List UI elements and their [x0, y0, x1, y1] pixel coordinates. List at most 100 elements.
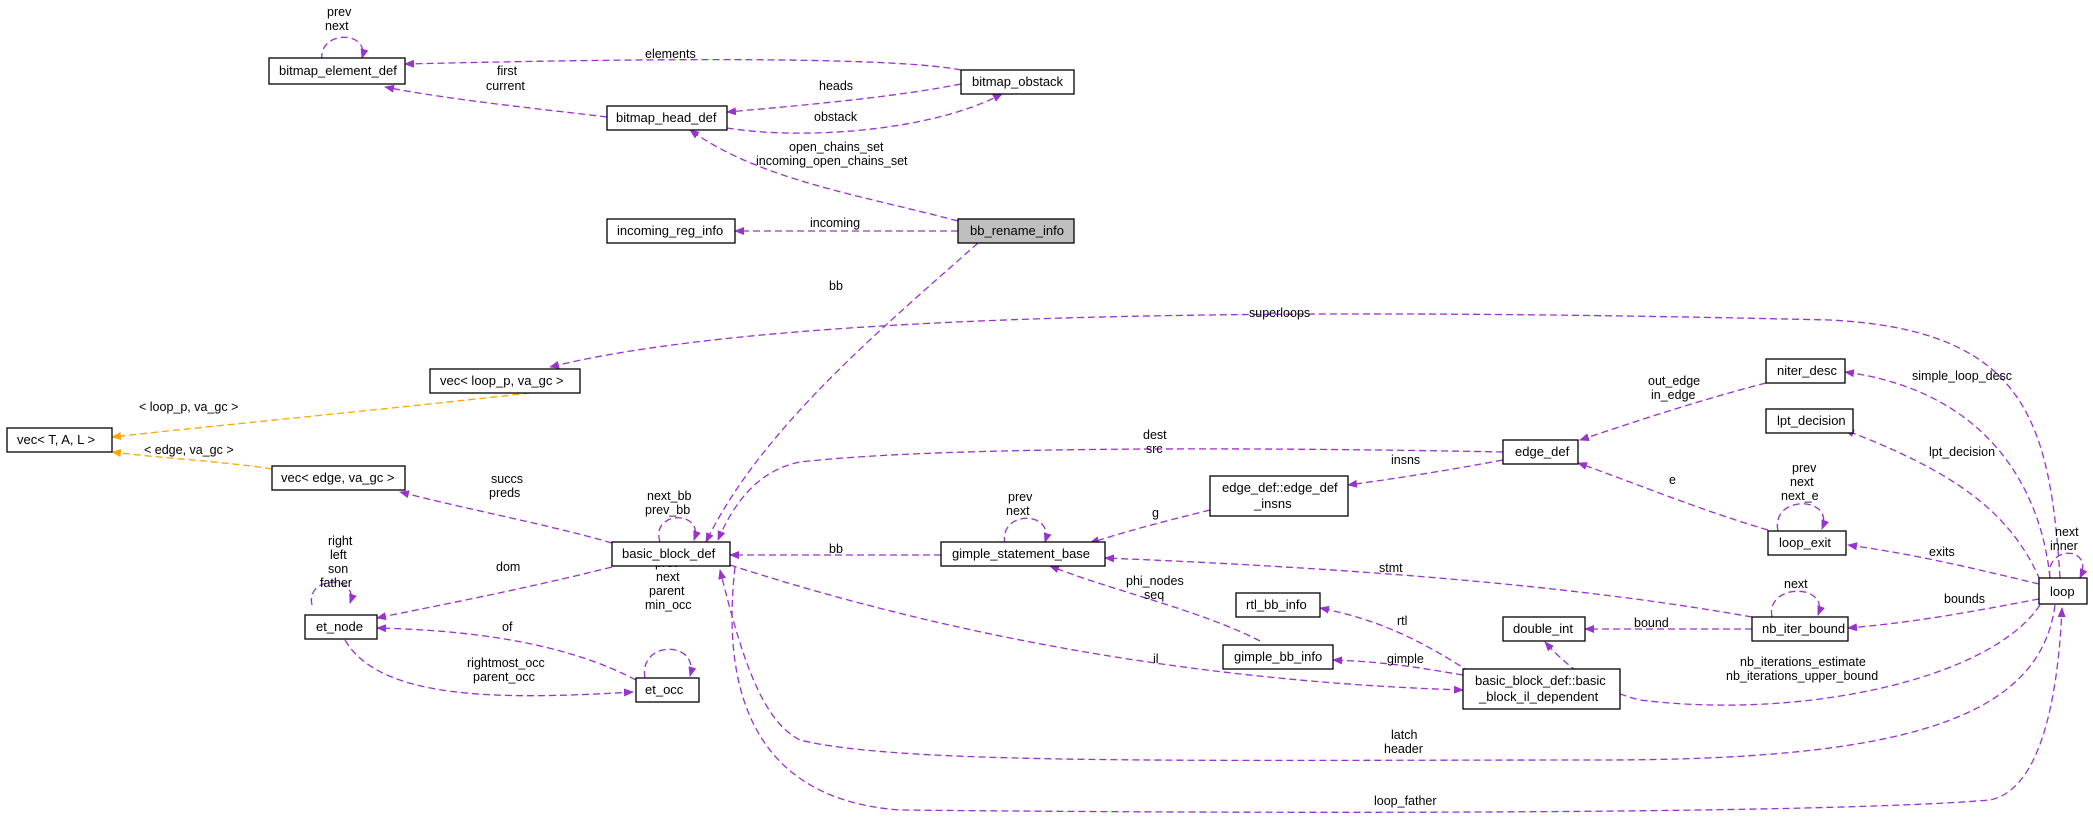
label-et-father: father	[320, 576, 352, 590]
edge-nib-self	[1771, 590, 1825, 618]
node-vec-t-a-l[interactable]: vec< T, A, L >	[6, 427, 113, 453]
label-le-next: next	[1790, 475, 1814, 489]
label-rtl: rtl	[1397, 614, 1407, 628]
node-gimple-statement-base[interactable]: gimple_statement_base	[940, 541, 1106, 567]
label-elements: elements	[645, 47, 696, 61]
svg-text:bb_rename_info: bb_rename_info	[970, 223, 1064, 238]
edge-elements	[404, 58, 962, 71]
edge-dom	[376, 566, 613, 621]
edge-e	[1577, 462, 1769, 531]
label-bb-gsb: bb	[829, 542, 843, 556]
label-in-edge: in_edge	[1651, 388, 1696, 402]
edge-g	[1089, 509, 1211, 545]
svg-text:basic_block_def: basic_block_def	[622, 546, 716, 561]
edge-obstack	[726, 93, 1003, 134]
node-lpt-decision[interactable]: lpt_decision	[1765, 408, 1854, 434]
svg-text:edge_def::edge_def: edge_def::edge_def	[1222, 480, 1338, 495]
svg-text:edge_def: edge_def	[1515, 444, 1570, 459]
label-bounds: bounds	[1944, 592, 1985, 606]
node-basic-block-def[interactable]: basic_block_def	[611, 541, 731, 567]
svg-text:_block_il_dependent: _block_il_dependent	[1478, 689, 1599, 704]
edge-bitmap-element-self	[321, 36, 369, 61]
label-bb-rename: bb	[829, 279, 843, 293]
label-of: of	[502, 620, 513, 634]
svg-text:gimple_statement_base: gimple_statement_base	[952, 546, 1090, 561]
node-bitmap-head-def[interactable]: bitmap_head_def	[606, 105, 728, 131]
label-header: header	[1384, 742, 1423, 756]
label-loop-p-va-gc: < loop_p, va_gc >	[139, 400, 238, 414]
edge-rtl	[1319, 605, 1471, 673]
edge-gsb-self	[1003, 517, 1052, 545]
edge-superloops	[549, 313, 2061, 579]
label-et-right: right	[328, 534, 353, 548]
node-loop-exit[interactable]: loop_exit	[1767, 530, 1847, 556]
edge-loop-self	[2049, 552, 2088, 579]
label-next-bb: next_bb	[647, 489, 692, 503]
edge-loop-exit-self	[1776, 503, 1829, 532]
label-superloops: superloops	[1249, 306, 1310, 320]
node-bitmap-element-def[interactable]: bitmap_element_def	[268, 57, 406, 85]
edge-exits	[1847, 542, 2040, 585]
node-gimple-bb-info[interactable]: gimple_bb_info	[1222, 644, 1334, 670]
label-prev-bb: prev_bb	[645, 503, 690, 517]
svg-text:et_occ: et_occ	[645, 682, 684, 697]
svg-text:incoming_reg_info: incoming_reg_info	[617, 223, 723, 238]
edges	[111, 36, 2088, 813]
label-nb-iterations-upper-bound: nb_iterations_upper_bound	[1726, 669, 1878, 683]
svg-text:double_int: double_int	[1513, 621, 1573, 636]
svg-text:vec< T, A, L >: vec< T, A, L >	[17, 432, 95, 447]
label-lpt-decision: lpt_decision	[1929, 445, 1995, 459]
node-bb-rename-info[interactable]: bb_rename_info	[957, 218, 1075, 244]
label-stmt: stmt	[1379, 561, 1403, 575]
label-simple-loop-desc: simple_loop_desc	[1912, 369, 2012, 383]
edge-phi-seq	[1049, 565, 1261, 642]
label-gsb-next: next	[1006, 504, 1030, 518]
node-bb-il-dependent[interactable]: basic_block_def::basic _block_il_depende…	[1462, 668, 1621, 710]
label-dest: dest	[1143, 428, 1167, 442]
label-dom: dom	[496, 560, 520, 574]
edge-latch-header	[718, 569, 2056, 762]
node-et-occ[interactable]: et_occ	[635, 677, 700, 703]
label-et-left: left	[330, 548, 347, 562]
label-out-edge: out_edge	[1648, 374, 1700, 388]
label-il: il	[1153, 652, 1159, 666]
label-succs: succs	[491, 472, 523, 486]
node-double-int[interactable]: double_int	[1502, 616, 1586, 642]
node-loop[interactable]: loop	[2038, 577, 2088, 605]
edge-loop-father	[731, 566, 2066, 813]
label-e: e	[1669, 473, 1676, 487]
node-niter-desc[interactable]: niter_desc	[1765, 358, 1846, 384]
edge-out-in-edge	[1579, 382, 1767, 441]
label-seq: seq	[1144, 588, 1164, 602]
svg-text:bitmap_element_def: bitmap_element_def	[279, 63, 397, 78]
label-le-prev: prev	[1792, 461, 1817, 475]
label-gsb-prev: prev	[1008, 490, 1033, 504]
label-occ-next: next	[656, 570, 680, 584]
node-rtl-bb-info[interactable]: rtl_bb_info	[1235, 592, 1321, 618]
svg-text:loop: loop	[2050, 584, 2075, 599]
node-et-node[interactable]: et_node	[304, 614, 378, 640]
label-loop-next: next	[2055, 525, 2079, 539]
node-bitmap-obstack[interactable]: bitmap_obstack	[960, 69, 1075, 95]
node-nb-iter-bound[interactable]: nb_iter_bound	[1751, 616, 1849, 642]
label-obstack: obstack	[814, 110, 858, 124]
node-vec-loop-p[interactable]: vec< loop_p, va_gc >	[429, 368, 581, 394]
node-incoming-reg-info[interactable]: incoming_reg_info	[606, 218, 736, 244]
edge-gimple	[1332, 656, 1464, 676]
svg-text:bitmap_obstack: bitmap_obstack	[972, 74, 1064, 89]
node-edge-def-insns[interactable]: edge_def::edge_def _insns	[1209, 475, 1349, 517]
label-nib-next: next	[1784, 577, 1808, 591]
edge-insns	[1347, 459, 1504, 488]
node-edge-def[interactable]: edge_def	[1502, 439, 1579, 465]
edge-et-occ-self	[643, 648, 697, 679]
svg-text:bitmap_head_def: bitmap_head_def	[616, 110, 717, 125]
node-vec-edge[interactable]: vec< edge, va_gc >	[271, 465, 406, 491]
label-edge-va-gc: < edge, va_gc >	[144, 443, 234, 457]
svg-text:_insns: _insns	[1253, 496, 1292, 511]
label-bound: bound	[1634, 616, 1669, 630]
edge-et-node-self	[310, 581, 357, 606]
svg-text:gimple_bb_info: gimple_bb_info	[1234, 649, 1322, 664]
edge-of	[376, 624, 637, 681]
label-preds: preds	[489, 486, 520, 500]
